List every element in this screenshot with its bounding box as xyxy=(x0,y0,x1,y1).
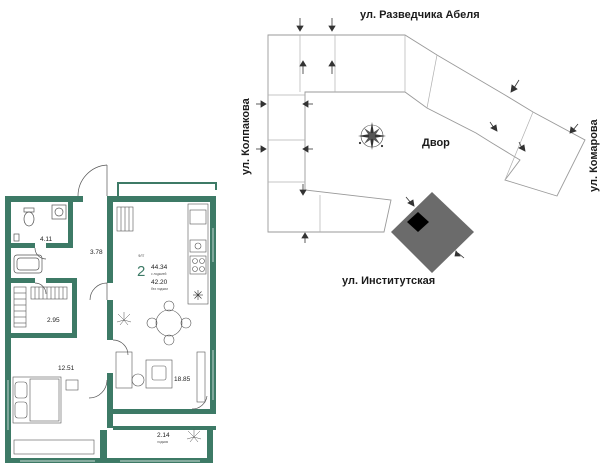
courtyard-building xyxy=(391,192,474,273)
bed xyxy=(12,376,95,455)
windows xyxy=(7,228,214,462)
rooms-count: 2 xyxy=(137,263,145,280)
living-caption: без лоджии xyxy=(151,287,168,291)
total-area: 44.34 xyxy=(151,264,168,271)
bathroom-fixtures xyxy=(13,204,67,274)
area-hall: 3.78 xyxy=(90,249,103,256)
balcony-outline xyxy=(117,182,217,196)
area-bathroom: 4.11 xyxy=(40,236,53,243)
area-bedroom: 12.51 xyxy=(58,365,75,372)
plant-icon xyxy=(116,312,202,443)
entrance-arrows xyxy=(256,18,579,259)
street-east: ул. Комарова xyxy=(588,118,600,192)
area-storage: 2.95 xyxy=(47,317,60,324)
site-plan: ул. Разведчика Абеля ул. Колпакова ул. К… xyxy=(240,9,600,287)
snowflake-icon xyxy=(193,290,203,300)
apartment-highlight xyxy=(407,212,429,232)
rooms-word: ФЛТ xyxy=(138,254,144,258)
area-loggia: 2.14 xyxy=(157,432,170,439)
street-west: ул. Колпакова xyxy=(240,97,252,175)
living-furniture xyxy=(115,351,206,403)
living-area: 42.20 xyxy=(151,279,168,286)
area-living: 18.85 xyxy=(174,376,191,383)
total-caption: с лоджией xyxy=(151,272,167,276)
compass-rose-icon xyxy=(358,122,386,150)
street-south: ул. Институтская xyxy=(342,275,435,287)
kitchen-units xyxy=(187,203,209,305)
dining-table xyxy=(146,300,192,346)
section-dividers xyxy=(268,35,534,232)
street-north: ул. Разведчика Абеля xyxy=(360,9,480,21)
loggia-caption: лоджия xyxy=(157,440,168,444)
building-outline xyxy=(267,34,586,233)
courtyard-label: Двор xyxy=(422,137,450,149)
entrance-door-icon xyxy=(34,164,208,410)
storage-shelving xyxy=(13,206,134,328)
floor-plan: 4.11 3.78 2.95 12.51 18.85 2.14 лоджия Ф… xyxy=(5,164,217,463)
